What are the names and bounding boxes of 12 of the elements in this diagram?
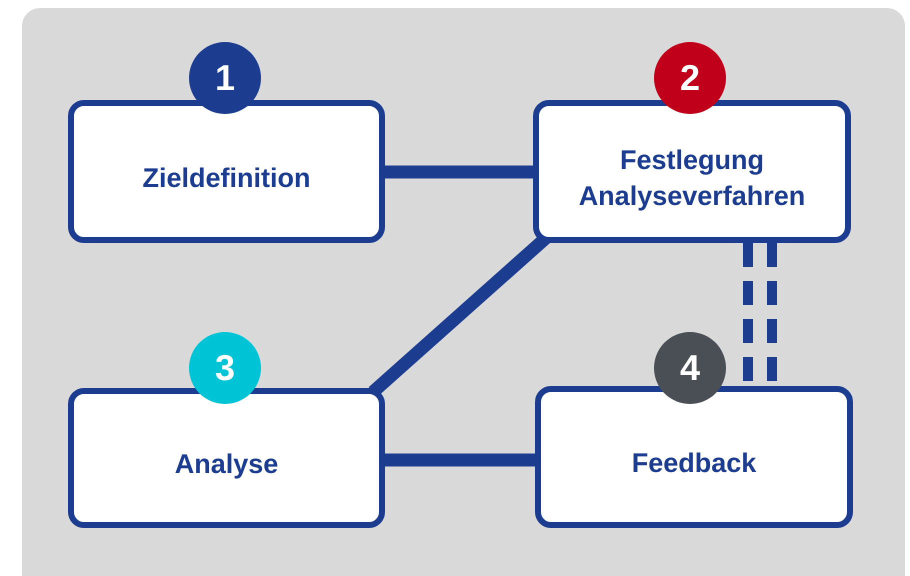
step-number: 1 — [214, 56, 236, 100]
step-label: Zieldefinition — [142, 162, 310, 194]
process-box — [68, 100, 385, 243]
step-label: Analyse — [174, 448, 278, 481]
step-number: 3 — [214, 346, 236, 390]
step-number: 2 — [680, 56, 700, 100]
step-label: Festlegung Analyseverfahren — [578, 144, 806, 213]
step-number: 4 — [680, 346, 700, 390]
step-label: Feedback — [632, 447, 756, 480]
process-box — [535, 386, 853, 528]
process-box — [533, 100, 851, 243]
process-box — [68, 388, 385, 528]
